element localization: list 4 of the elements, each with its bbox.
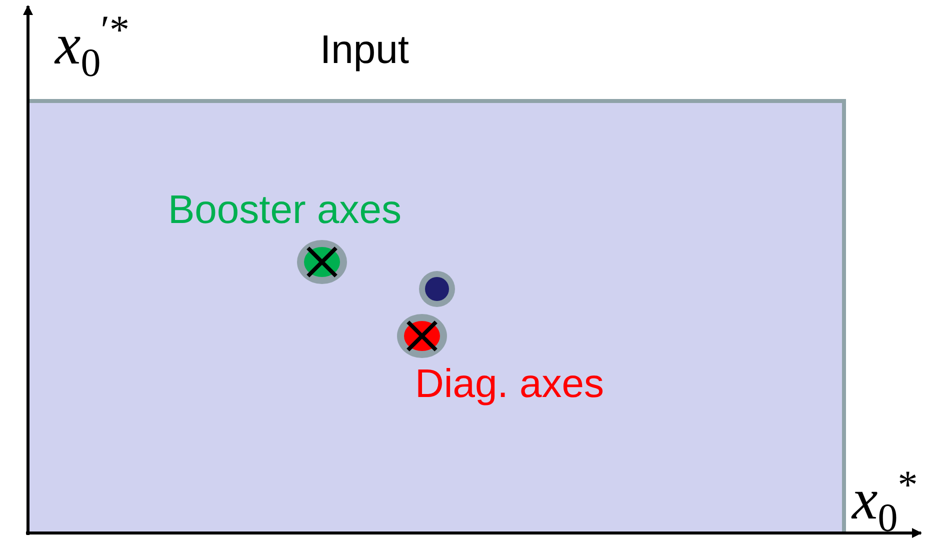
input-region (28, 99, 846, 532)
diag-label: Diag. axes (415, 364, 604, 404)
region-title: Input (320, 30, 409, 70)
booster-label: Booster axes (168, 190, 402, 230)
